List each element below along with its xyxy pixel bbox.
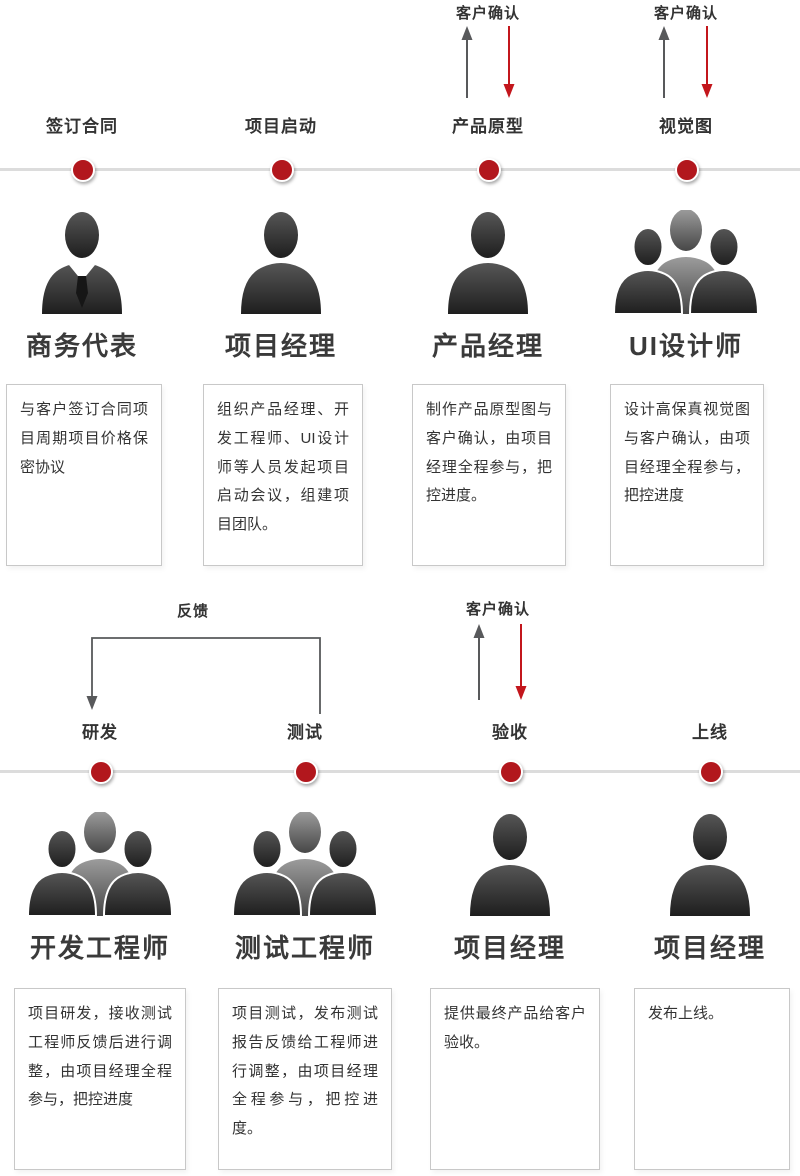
arrow-down-icon xyxy=(514,624,528,700)
description-box: 与客户签订合同项目周期项目价格保密协议 xyxy=(6,384,162,566)
role-name: UI设计师 xyxy=(628,331,743,361)
feedback-label: 反馈 xyxy=(176,603,209,620)
description-box: 发布上线。 xyxy=(634,988,790,1170)
role-name: 项目经理 xyxy=(453,933,566,963)
stage-title-visual: 视觉图 xyxy=(659,117,713,136)
team-icon xyxy=(229,811,381,917)
stage-title-prototype: 产品原型 xyxy=(452,117,524,136)
person-icon xyxy=(442,210,534,314)
arrow-up-icon xyxy=(472,624,486,700)
timeline-dot xyxy=(71,158,95,182)
person-icon xyxy=(664,812,756,916)
timeline-line xyxy=(0,770,800,773)
role-name: 开发工程师 xyxy=(29,933,170,963)
role-name: 商务代表 xyxy=(25,331,138,361)
arrow-down-icon xyxy=(700,26,714,98)
role-name: 测试工程师 xyxy=(234,933,375,963)
team-icon xyxy=(24,811,176,917)
arrow-up-icon xyxy=(460,26,474,98)
description-box: 组织产品经理、开发工程师、UI设计师等人员发起项目启动会议，组建项目团队。 xyxy=(203,384,363,566)
customer-confirm-label: 客户确认 xyxy=(455,5,520,22)
arrow-up-icon xyxy=(657,26,671,98)
description-box: 项目研发，接收测试工程师反馈后进行调整，由项目经理全程参与，把控进度 xyxy=(14,988,186,1170)
stage-title-contract: 签订合同 xyxy=(46,117,118,136)
person-icon xyxy=(464,812,556,916)
role-name: 项目经理 xyxy=(653,933,766,963)
timeline-dot xyxy=(89,760,113,784)
feedback-loop-arrow xyxy=(86,630,326,716)
timeline-dot xyxy=(294,760,318,784)
description-box: 制作产品原型图与客户确认，由项目经理全程参与，把控进度。 xyxy=(412,384,566,566)
team-icon xyxy=(610,209,762,315)
stage-title-launch: 上线 xyxy=(692,723,728,742)
stage-title-kickoff: 项目启动 xyxy=(245,117,317,136)
stage-title-acceptance: 验收 xyxy=(492,723,528,742)
timeline-dot xyxy=(477,158,501,182)
description-box: 设计高保真视觉图与客户确认，由项目经理全程参与，把控进度 xyxy=(610,384,764,566)
role-name: 产品经理 xyxy=(431,331,544,361)
customer-confirm-label: 客户确认 xyxy=(653,5,718,22)
timeline-dot xyxy=(675,158,699,182)
description-box: 提供最终产品给客户验收。 xyxy=(430,988,600,1170)
customer-confirm-label: 客户确认 xyxy=(465,601,530,618)
timeline-line xyxy=(0,168,800,171)
businessperson-icon xyxy=(36,210,128,314)
person-icon xyxy=(235,210,327,314)
stage-title-testing: 测试 xyxy=(287,723,323,742)
role-name: 项目经理 xyxy=(224,331,337,361)
arrow-down-icon xyxy=(502,26,516,98)
description-box: 项目测试，发布测试报告反馈给工程师进行调整，由项目经理全程参与，把控进度。 xyxy=(218,988,392,1170)
timeline-dot xyxy=(499,760,523,784)
stage-title-development: 研发 xyxy=(82,723,118,742)
timeline-dot xyxy=(699,760,723,784)
timeline-dot xyxy=(270,158,294,182)
